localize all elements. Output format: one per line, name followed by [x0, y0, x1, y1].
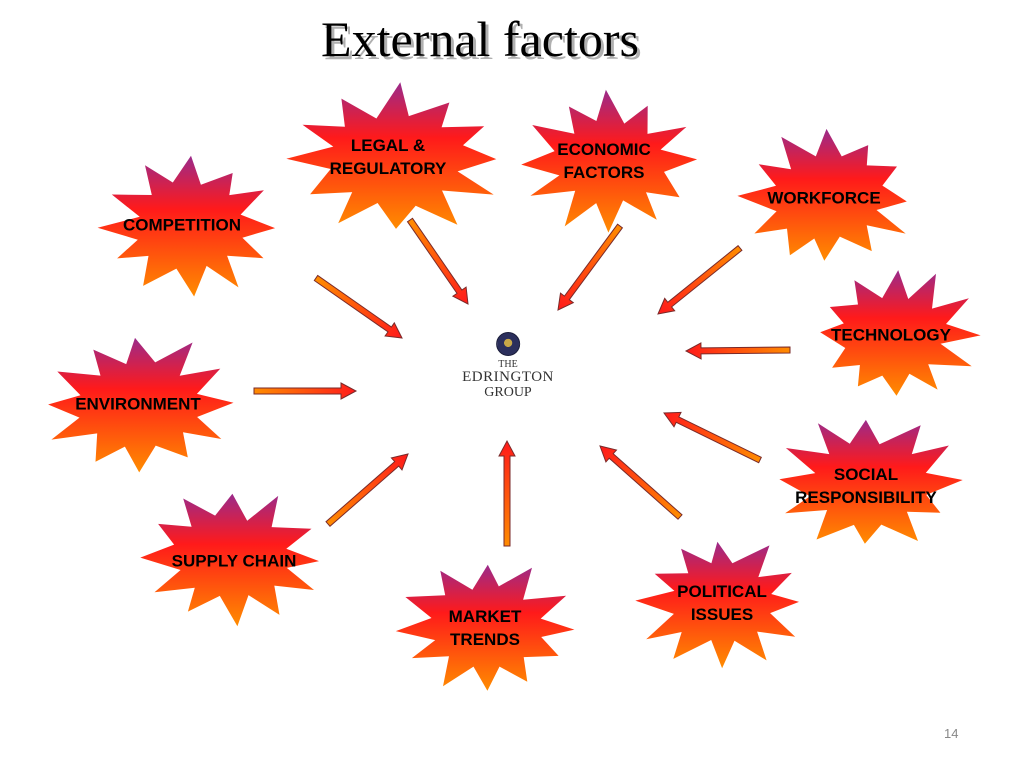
- burst-environment: [48, 337, 234, 473]
- factor-label-line: LEGAL &: [350, 136, 426, 155]
- factor-label-environment: ENVIRONMENT: [75, 393, 201, 416]
- burst-legal-regulatory: [286, 82, 497, 229]
- arrow-supply-chain: [325, 453, 409, 528]
- arrows-layer: [253, 217, 791, 547]
- burst-economic-factors: [521, 89, 698, 233]
- arrow-workforce: [657, 245, 743, 315]
- edrington-logo: THE EDRINGTON GROUP: [462, 332, 554, 400]
- arrow-economic-factors: [557, 223, 624, 311]
- arrow-market-trends: [498, 439, 516, 547]
- crest-icon: [496, 332, 520, 356]
- factor-label-political-issues: POLITICAL ISSUES: [677, 580, 767, 626]
- burst-political-issues: [635, 541, 799, 669]
- factor-label-line: REGULATORY: [329, 159, 447, 178]
- burst-competition: [97, 155, 276, 297]
- factor-label-line: FACTORS: [563, 163, 645, 182]
- burst-market-trends: [395, 564, 575, 691]
- factor-label-line: SUPPLY CHAIN: [171, 551, 297, 571]
- factor-label-social-responsibility: SOCIAL RESPONSIBILITY: [795, 463, 937, 509]
- factor-label-line: SOCIAL: [833, 465, 899, 484]
- factor-label-line: MARKET: [448, 607, 522, 626]
- factor-label-line: TRENDS: [450, 630, 520, 649]
- burst-technology: [820, 270, 981, 396]
- factor-label-competition: COMPETITION: [123, 214, 241, 237]
- page-number: 14: [944, 726, 959, 741]
- factor-label-line: ISSUES: [690, 605, 754, 624]
- arrow-environment: [253, 382, 358, 400]
- burst-workforce: [737, 128, 907, 261]
- logo-the: THE: [498, 359, 518, 370]
- logo-group: GROUP: [484, 385, 532, 400]
- arrow-competition: [313, 274, 403, 339]
- factor-label-line: TECHNOLOGY: [831, 325, 951, 345]
- factor-label-line: WORKFORCE: [767, 188, 881, 208]
- factor-label-economic-factors: ECONOMIC FACTORS: [557, 138, 651, 184]
- burst-supply-chain: [140, 493, 319, 627]
- factor-label-line: COMPETITION: [122, 215, 242, 235]
- factor-label-line: POLITICAL: [677, 582, 767, 601]
- factor-label-market-trends: MARKET TRENDS: [449, 605, 522, 651]
- arrow-legal-regulatory: [406, 217, 469, 305]
- burst-social-responsibility: [779, 419, 963, 544]
- factor-label-supply-chain: SUPPLY CHAIN: [172, 550, 297, 573]
- factor-label-technology: TECHNOLOGY: [831, 324, 951, 347]
- arrow-political-issues: [599, 445, 683, 520]
- factor-label-workforce: WORKFORCE: [767, 187, 880, 210]
- bursts-layer: [48, 82, 981, 691]
- factor-label-line: ENVIRONMENT: [75, 394, 201, 414]
- factor-label-line: ECONOMIC: [557, 140, 651, 159]
- slide-title: External factors: [321, 11, 639, 67]
- factor-label-line: RESPONSIBILITY: [795, 488, 937, 507]
- arrow-technology: [684, 342, 791, 360]
- factor-label-legal-regulatory: LEGAL & REGULATORY: [330, 134, 447, 180]
- logo-name: EDRINGTON: [462, 369, 554, 385]
- arrow-social-responsibility: [663, 411, 762, 464]
